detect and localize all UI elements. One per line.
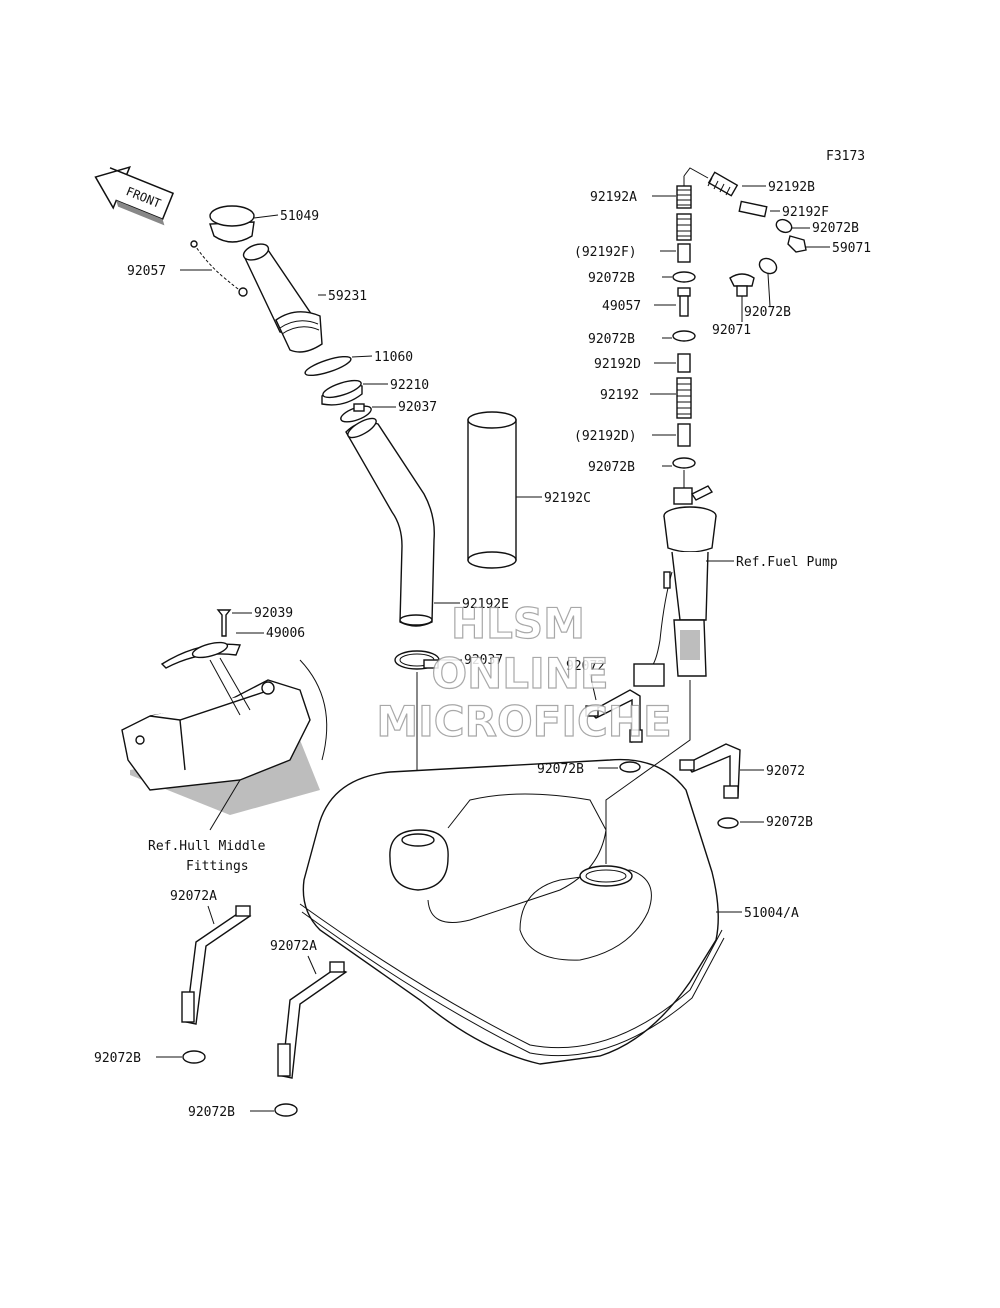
clip-92072B-1 [672, 271, 696, 283]
label-92072B-1: 92072B [588, 271, 635, 286]
label-92071: 92071 [712, 323, 751, 338]
hull-middle-fittings [121, 641, 328, 831]
label-92192D: 92192D [594, 357, 641, 372]
hose-92192F-vertical [677, 243, 691, 263]
fitting-92071 [729, 273, 755, 297]
label-92192E: 92192E [462, 597, 509, 612]
label-92072B-4: 92072B [537, 762, 584, 777]
strap-92072-upper [585, 689, 643, 743]
label-92192B: 92192B [768, 180, 815, 195]
elbow-59071 [787, 235, 807, 253]
spring-92192B [707, 171, 739, 197]
clip-92072B-3 [672, 457, 696, 469]
label-92072B-6: 92072B [94, 1051, 141, 1066]
svg-text:ONLINE: ONLINE [431, 649, 608, 698]
label-92039: 92039 [254, 606, 293, 621]
pin-92039 [216, 609, 232, 637]
label-92072B-2: 92072B [588, 332, 635, 347]
label-92072-lower: 92072 [766, 764, 805, 779]
label-51049: 51049 [280, 209, 319, 224]
label-92192F-paren: (92192F) [574, 245, 637, 260]
bent-hose-92192E [345, 421, 435, 627]
hose-92192F-horizontal [738, 200, 768, 218]
label-59231: 59231 [328, 289, 367, 304]
label-92072-upper: 92072 [566, 659, 605, 674]
filler-cap [209, 205, 255, 243]
label-49057: 49057 [602, 299, 641, 314]
svg-text:MICROFICHE: MICROFICHE [376, 697, 671, 746]
label-92192A: 92192A [590, 190, 637, 205]
ref-hull-line2: Fittings [186, 859, 249, 874]
spring-92192 [676, 377, 692, 419]
label-92037-lower: 92037 [464, 653, 503, 668]
fuel-pump [633, 485, 717, 687]
clamp-92037-lower [394, 650, 440, 670]
front-arrow-icon: FRONT [94, 165, 175, 226]
fitting-49057 [677, 287, 691, 317]
label-51004A: 51004/A [744, 906, 799, 921]
strap-92072A-left [181, 905, 252, 1025]
label-92192F: 92192F [782, 205, 829, 220]
clip-92072B-6 [182, 1050, 206, 1064]
filler-neck [242, 243, 323, 353]
figure-code: F3173 [826, 149, 865, 164]
label-92037-upper: 92037 [398, 400, 437, 415]
label-92210: 92210 [390, 378, 429, 393]
clip-92072B-7 [274, 1103, 298, 1117]
label-11060: 11060 [374, 350, 413, 365]
label-49006: 49006 [266, 626, 305, 641]
watermark: HLSM ONLINE MICROFICHE [376, 598, 672, 746]
label-59071: 59071 [832, 241, 871, 256]
label-92072B-3: 92072B [588, 460, 635, 475]
clip-92072B-4 [619, 761, 641, 773]
straight-hose-92192C [467, 411, 517, 569]
nut-92210 [321, 379, 363, 406]
label-92072B-7: 92072B [188, 1105, 235, 1120]
label-92192: 92192 [600, 388, 639, 403]
label-92072A-1: 92072A [170, 889, 217, 904]
svg-text:HLSM: HLSM [451, 599, 585, 648]
label-92072B-5: 92072B [766, 815, 813, 830]
cap-tether [193, 243, 243, 293]
clip-92072B-top [775, 218, 793, 234]
hose-92192D-lower [677, 423, 691, 447]
clamp-92037-upper [340, 403, 372, 423]
clip-92072B-2 [672, 330, 696, 342]
spring-92192A [676, 185, 692, 209]
label-92192D-paren: (92192D) [574, 429, 637, 444]
gasket-11060 [304, 355, 352, 377]
fuel-tank-51004A [299, 758, 725, 1065]
strap-92072A-right [277, 961, 348, 1079]
ref-hull-line1: Ref.Hull Middle [148, 839, 266, 854]
label-92192C: 92192C [544, 491, 591, 506]
label-92072B-top: 92072B [812, 221, 859, 236]
spring-upper [676, 213, 692, 241]
clip-92072B-5 [717, 817, 739, 829]
label-92072A-2: 92072A [270, 939, 317, 954]
clip-92072B-right [758, 257, 778, 275]
hose-92192D [677, 353, 691, 373]
ref-fuel-pump: Ref.Fuel Pump [736, 555, 838, 570]
label-92072B-right: 92072B [744, 305, 791, 320]
strap-92072-lower [679, 743, 741, 799]
label-92057: 92057 [127, 264, 166, 279]
